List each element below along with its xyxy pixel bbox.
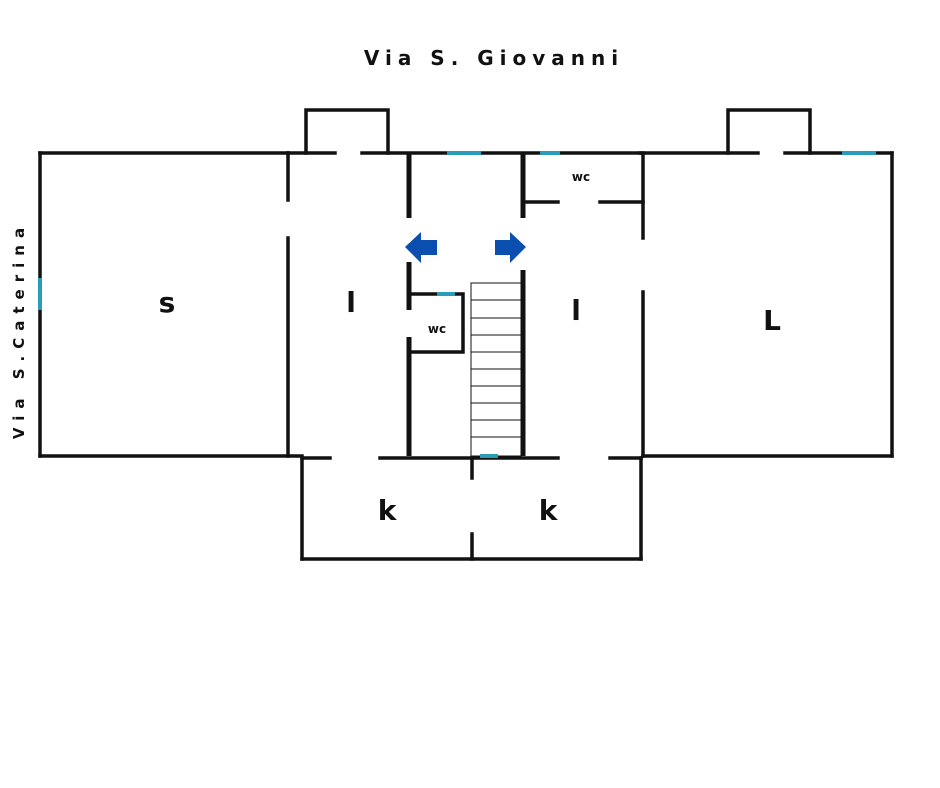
windows bbox=[38, 151, 876, 458]
room-label-l-left: l bbox=[346, 286, 356, 319]
room-label-k-left: k bbox=[378, 494, 398, 527]
street-label-top: Via S. Giovanni bbox=[364, 46, 624, 70]
room-L-walls bbox=[641, 151, 894, 458]
street-label-left: Via S.Caterina bbox=[10, 221, 28, 439]
room-label-l-right: l bbox=[571, 294, 581, 327]
room-label-wc-mid: wc bbox=[428, 322, 446, 336]
top-walls bbox=[286, 108, 894, 155]
corridor-walls bbox=[406, 153, 645, 456]
staircase-icon bbox=[470, 282, 522, 457]
kitchen-walls bbox=[300, 456, 643, 561]
room-label-s: s bbox=[159, 286, 176, 319]
arrow-left-icon bbox=[405, 232, 437, 263]
room-label-wc-top: wc bbox=[572, 170, 590, 184]
room-label-L: L bbox=[763, 304, 781, 337]
room-s-walls bbox=[38, 151, 304, 458]
room-label-k-right: k bbox=[539, 494, 559, 527]
arrow-right-icon bbox=[495, 232, 526, 263]
